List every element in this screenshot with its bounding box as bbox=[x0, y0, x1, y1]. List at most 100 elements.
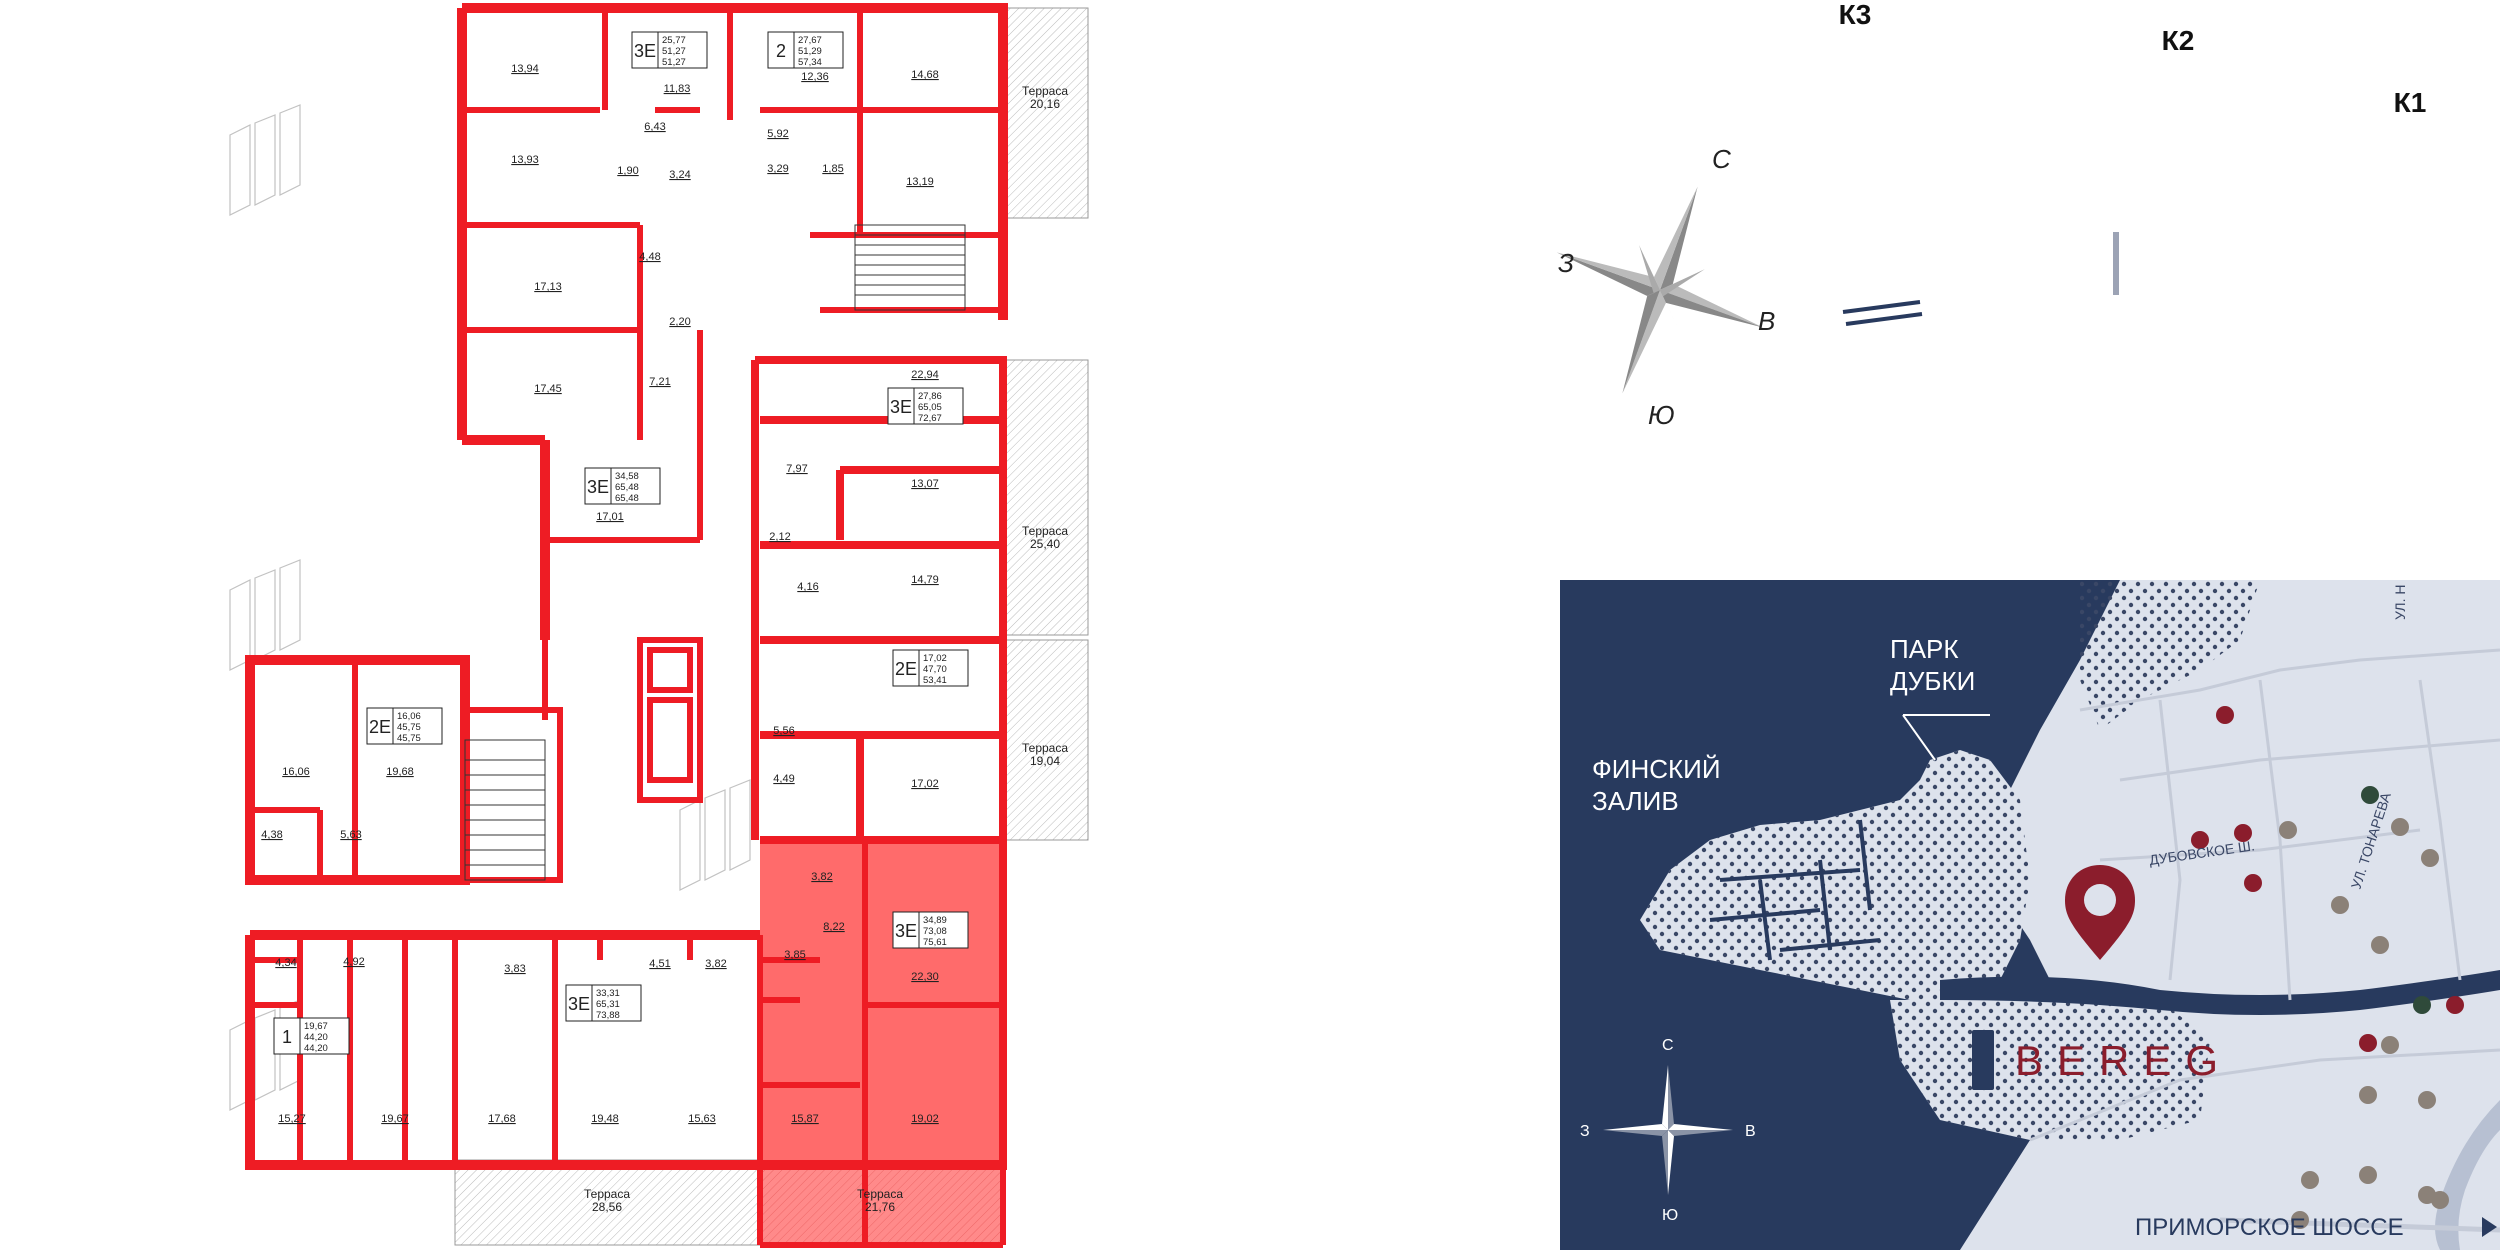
room-area-label: 16,06 bbox=[282, 766, 310, 778]
highlighted-apartment[interactable] bbox=[760, 840, 1003, 1245]
map-compass bbox=[1603, 1065, 1733, 1195]
building-8: 8 bbox=[2073, 377, 2096, 424]
building-number: 13 bbox=[1842, 107, 1889, 154]
room-area-label: 17,45 bbox=[534, 383, 562, 395]
room-area-label: 4,51 bbox=[649, 958, 670, 970]
apartment-area: 65,48 bbox=[615, 482, 639, 493]
map-compass-east: В bbox=[1745, 1123, 1756, 1140]
building-2: 2 bbox=[2398, 367, 2421, 414]
room-area-label: 13,93 bbox=[511, 154, 539, 166]
apartment-area: 65,48 bbox=[615, 493, 639, 504]
building-number: 7 bbox=[2068, 227, 2091, 274]
room-area-label: 15,87 bbox=[791, 1113, 819, 1125]
building-number: 2 bbox=[2398, 367, 2421, 414]
compass-south-label: Ю bbox=[1648, 400, 1675, 430]
apartment-area: 65,31 bbox=[596, 999, 620, 1010]
apartment-type: 3E bbox=[587, 477, 609, 497]
apartment-area: 17,02 bbox=[923, 653, 947, 664]
building-7: 7 bbox=[2068, 227, 2091, 274]
apartment-area: 45,75 bbox=[397, 733, 421, 744]
section-label: К1 bbox=[2394, 87, 2427, 118]
apartment-area: 53,41 bbox=[923, 675, 947, 686]
room-area-label: 19,02 bbox=[911, 1113, 939, 1125]
apartment-area: 65,05 bbox=[918, 402, 942, 413]
room-area-label: 3,82 bbox=[705, 958, 726, 970]
apartment-area: 19,67 bbox=[304, 1021, 328, 1032]
gulf-label-line1: ФИНСКИЙ bbox=[1592, 754, 1721, 784]
gulf-label-line2: ЗАЛИВ bbox=[1592, 786, 1679, 816]
room-area-label: 17,01 bbox=[596, 511, 624, 523]
apartment-area: 33,31 bbox=[596, 988, 620, 999]
room-area-label: 17,68 bbox=[488, 1113, 516, 1125]
apartment-area: 51,29 bbox=[798, 46, 822, 57]
building-number: 11 bbox=[1883, 382, 1927, 429]
building-11: 11 bbox=[1883, 382, 1927, 429]
terrace-area: 28,56 bbox=[592, 1200, 622, 1214]
room-area-label: 7,97 bbox=[786, 463, 807, 475]
staircase-north bbox=[854, 224, 966, 311]
terrace-bottom-left bbox=[454, 1159, 761, 1246]
building-9: 9 bbox=[2078, 495, 2101, 542]
terrace-area: 21,76 bbox=[865, 1200, 895, 1214]
apartment-type: 3E bbox=[568, 994, 590, 1014]
terrace-labels: Терраса20,16Терраса25,40Терраса19,04Терр… bbox=[584, 84, 1068, 1214]
room-area-label: 4,38 bbox=[261, 829, 282, 841]
building-divider bbox=[1845, 312, 1923, 326]
room-area-label: 13,19 bbox=[906, 176, 934, 188]
room-area-label: 3,83 bbox=[504, 963, 525, 975]
compass-rose: С З В Ю bbox=[1556, 144, 1775, 430]
room-area-label: 15,27 bbox=[278, 1113, 306, 1125]
apartment-area: 51,27 bbox=[662, 57, 686, 68]
apartment-type: 2E bbox=[369, 717, 391, 737]
room-area-label: 3,24 bbox=[669, 169, 690, 181]
compass-west-label: З bbox=[1558, 248, 1574, 278]
room-area-label: 4,92 bbox=[343, 956, 364, 968]
room-area-label: 19,48 bbox=[591, 1113, 619, 1125]
room-area-label: 15,63 bbox=[688, 1113, 716, 1125]
terrace-name: Терраса bbox=[584, 1187, 630, 1201]
room-area-label: 6,43 bbox=[644, 121, 665, 133]
room-area-label: 19,68 bbox=[386, 766, 414, 778]
compass-east-label: В bbox=[1758, 306, 1775, 336]
apartment-area: 34,89 bbox=[923, 915, 947, 926]
map-compass-south: Ю bbox=[1662, 1207, 1678, 1224]
room-area-label: 3,29 bbox=[767, 163, 788, 175]
building-number: 8 bbox=[2073, 377, 2096, 424]
building-annex bbox=[2113, 232, 2119, 295]
room-area-label: 14,79 bbox=[911, 574, 939, 586]
terrace-name: Терраса bbox=[1022, 84, 1068, 98]
apartment-area: 57,34 bbox=[798, 57, 822, 68]
building-4: 4 bbox=[2228, 495, 2252, 542]
building-6: 6 bbox=[2175, 227, 2198, 274]
apartment-area: 75,61 bbox=[923, 937, 947, 948]
brand-label: BEREG bbox=[2015, 1037, 2232, 1084]
building-number: 3 bbox=[2400, 495, 2423, 542]
apartment-type: 3E bbox=[890, 397, 912, 417]
apartment-area: 51,27 bbox=[662, 46, 686, 57]
river bbox=[1940, 970, 2500, 1015]
apartment-area: 27,86 bbox=[918, 391, 942, 402]
terrace-mid-right bbox=[1002, 359, 1089, 636]
room-area-label: 5,92 bbox=[767, 128, 788, 140]
terrace-lower-right bbox=[1002, 639, 1089, 841]
room-area-label: 11,83 bbox=[664, 83, 691, 95]
room-area-label: 22,30 bbox=[911, 971, 939, 983]
apartment-area: 47,70 bbox=[923, 664, 947, 675]
building-5: 5 bbox=[2215, 377, 2238, 424]
room-area-label: 5,63 bbox=[340, 829, 361, 841]
room-area-label: 19,67 bbox=[381, 1113, 409, 1125]
building-13: 13 bbox=[1842, 107, 1889, 154]
location-map: ПАРК ДУБКИ ФИНСКИЙ ЗАЛИВ ДУБОВСКОЕ Ш. УЛ… bbox=[1560, 580, 2500, 1250]
apartment-type: 2E bbox=[895, 659, 917, 679]
terrace-name: Терраса bbox=[1022, 524, 1068, 538]
room-area-label: 8,22 bbox=[823, 921, 844, 933]
room-area-label: 2,12 bbox=[769, 531, 790, 543]
building-number: 10 bbox=[1947, 495, 1994, 542]
